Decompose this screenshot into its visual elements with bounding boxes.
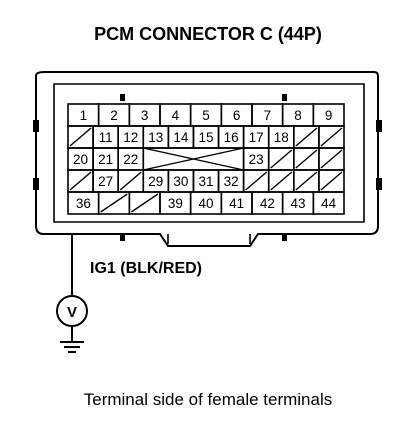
terminal-number: 4 <box>172 108 180 123</box>
connector-inner-shell <box>53 83 365 223</box>
empty-terminal-slash <box>270 171 293 191</box>
terminal-number: 16 <box>224 130 239 145</box>
test-probe <box>56 234 88 353</box>
terminal-cell <box>312 191 345 215</box>
key-top-right <box>282 94 287 101</box>
terminal-number: 2 <box>110 108 118 123</box>
voltmeter-icon: V <box>67 304 77 321</box>
blocked-cavity-cross <box>143 147 244 171</box>
latch-left-top <box>33 120 39 132</box>
terminal-number: 20 <box>73 152 88 167</box>
terminal-number: 14 <box>173 130 189 145</box>
terminal-number: 15 <box>198 130 213 145</box>
connector-housing <box>35 71 379 247</box>
terminal-number: 31 <box>198 174 213 189</box>
terminal-number: 3 <box>141 108 149 123</box>
terminal-number: 27 <box>98 174 113 189</box>
key-top-left <box>120 94 125 101</box>
terminal-number: 29 <box>148 174 163 189</box>
terminal-number: 23 <box>249 152 264 167</box>
empty-terminal-slash <box>295 171 318 191</box>
latch-left-bottom <box>33 178 39 190</box>
terminal-number: 13 <box>148 130 163 145</box>
terminal-number: 44 <box>321 196 337 211</box>
connector-outer-shell <box>35 71 379 247</box>
empty-terminal-slash <box>320 171 343 191</box>
empty-terminal-slash <box>295 149 318 169</box>
empty-terminal-slash <box>69 171 92 191</box>
empty-terminal-slash <box>245 171 268 191</box>
empty-terminal-slash <box>69 127 92 147</box>
latch-right-bottom <box>376 178 382 190</box>
terminal-number: 30 <box>173 174 188 189</box>
terminal-number: 18 <box>274 130 289 145</box>
diagram-title: PCM CONNECTOR C (44P) <box>94 24 322 44</box>
terminal-number: 32 <box>224 174 239 189</box>
connector-latches <box>33 94 382 241</box>
empty-terminal-slash <box>119 171 142 191</box>
terminal-number: 42 <box>260 196 275 211</box>
terminal-number: 21 <box>98 152 113 167</box>
terminal-number: 12 <box>123 130 138 145</box>
empty-terminal-slash <box>100 193 128 213</box>
empty-terminal-slash <box>130 193 159 213</box>
empty-terminal-slash <box>320 127 343 147</box>
terminal-number: 40 <box>198 196 213 211</box>
empty-terminal-slash <box>320 149 343 169</box>
terminal-number: 39 <box>168 196 183 211</box>
key-bottom-left <box>120 234 125 241</box>
terminal-number: 8 <box>294 108 302 123</box>
terminal-number: 36 <box>76 196 91 211</box>
terminal-number: 5 <box>202 108 210 123</box>
latch-right-top <box>376 120 382 132</box>
terminal-number: 6 <box>233 108 241 123</box>
empty-terminal-slash <box>295 127 318 147</box>
empty-terminal-slash <box>270 149 293 169</box>
diagram-caption: Terminal side of female terminals <box>84 390 332 409</box>
terminal-number: 22 <box>123 152 138 167</box>
terminal-number: 9 <box>325 108 333 123</box>
connector-lock-tab <box>167 234 251 244</box>
terminal-number: 1 <box>80 108 88 123</box>
terminal-number: 17 <box>249 130 264 145</box>
wire-label: IG1 (BLK/RED) <box>90 260 202 277</box>
key-bottom-right <box>282 234 287 241</box>
terminal-number: 11 <box>99 130 113 145</box>
terminal-number: 7 <box>264 108 272 123</box>
terminal-number: 43 <box>290 196 305 211</box>
terminal-number: 41 <box>229 196 244 211</box>
